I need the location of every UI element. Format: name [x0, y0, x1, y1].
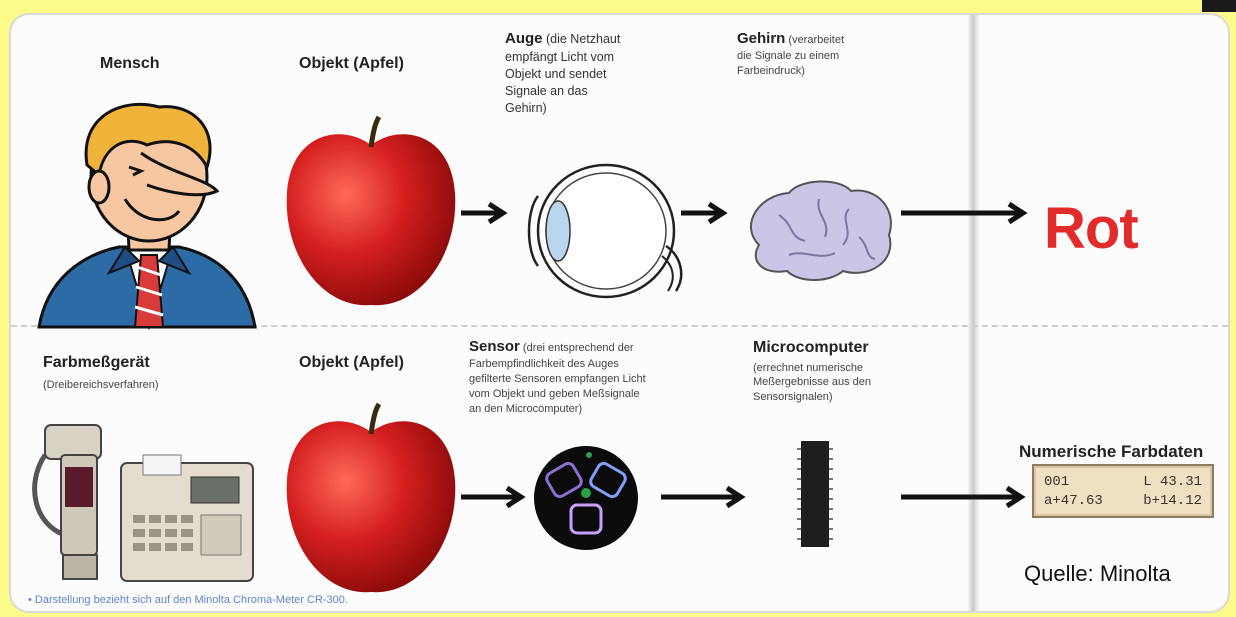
computer-desc-3: Sensorsignalen): [753, 390, 943, 405]
result-rot: Rot: [1044, 195, 1138, 262]
microchip-illustration: [795, 441, 835, 547]
person-illustration: [29, 95, 269, 327]
sensor-desc-4: vom Objekt und geben Meßsignale: [469, 387, 729, 402]
brain-illustration: [739, 175, 899, 285]
brain-desc-3: Farbeindruck): [737, 64, 917, 79]
sensor-desc-2: Farbempfindlichkeit des Auges: [469, 357, 729, 372]
lcd-line1-right: L 43.31: [1143, 474, 1202, 490]
eye-illustration: [516, 151, 686, 311]
colorimeter-illustration: [25, 415, 265, 595]
eye-title: Auge: [505, 30, 543, 47]
arrow-icon: [459, 485, 529, 509]
brain-desc-1: (verarbeitet: [788, 34, 844, 46]
object-title-bottom: Objekt (Apfel): [299, 354, 404, 372]
lcd-line2-right: b+14.12: [1143, 493, 1202, 509]
arrow-icon: [459, 201, 509, 225]
sensor-desc-3: gefilterte Sensoren empfangen Licht: [469, 372, 729, 387]
device-subtitle: (Dreibereichsverfahren): [43, 378, 159, 393]
sensor-desc-5: an den Microcomputer): [469, 402, 729, 417]
computer-title: Microcomputer: [753, 337, 943, 359]
device-title: Farbmeßgerät: [43, 354, 150, 372]
page-fold: [968, 15, 980, 611]
eye-desc-3: Objekt und sendet: [505, 66, 695, 83]
apple-illustration-bottom: [281, 400, 461, 600]
object-title-top: Objekt (Apfel): [299, 55, 404, 73]
lcd-display: 001 L 43.31 a+47.63 b+14.12: [1032, 464, 1214, 518]
computer-desc-1: (errechnet numerische: [753, 361, 943, 376]
arrow-icon: [899, 485, 1029, 509]
corner-mark: [1202, 0, 1236, 12]
eye-desc-5: Gehirn): [505, 100, 695, 117]
arrow-icon: [659, 485, 749, 509]
sensor-illustration: [531, 443, 641, 553]
eye-desc-1: (die Netzhaut: [546, 32, 620, 46]
source-credit: Quelle: Minolta: [1024, 561, 1171, 587]
sensor-label: Sensor (drei entsprechend der Farbempfin…: [469, 337, 729, 417]
human-title: Mensch: [100, 55, 160, 73]
brain-title: Gehirn: [737, 30, 785, 47]
sensor-title: Sensor: [469, 338, 520, 355]
numeric-data-title: Numerische Farbdaten: [1019, 442, 1203, 462]
arrow-icon: [899, 201, 1029, 225]
diagram-panel: Mensch Objekt (Apfel) Auge (die Netzhaut…: [9, 13, 1230, 613]
eye-desc-4: Signale an das: [505, 83, 695, 100]
lcd-line1-left: 001: [1044, 474, 1069, 490]
computer-desc-2: Meßergebnisse aus den: [753, 375, 943, 390]
apple-illustration-top: [281, 113, 461, 313]
lcd-line2-left: a+47.63: [1044, 493, 1103, 509]
brain-desc-2: die Signale zu einem: [737, 49, 917, 64]
footnote: • Darstellung bezieht sich auf den Minol…: [28, 594, 348, 606]
computer-label: Microcomputer (errechnet numerische Meße…: [753, 337, 943, 405]
eye-label: Auge (die Netzhaut empfängt Licht vom Ob…: [505, 29, 695, 117]
sensor-desc-1: (drei entsprechend der: [523, 342, 634, 354]
eye-desc-2: empfängt Licht vom: [505, 49, 695, 66]
arrow-icon: [679, 201, 729, 225]
brain-label: Gehirn (verarbeitet die Signale zu einem…: [737, 29, 917, 79]
